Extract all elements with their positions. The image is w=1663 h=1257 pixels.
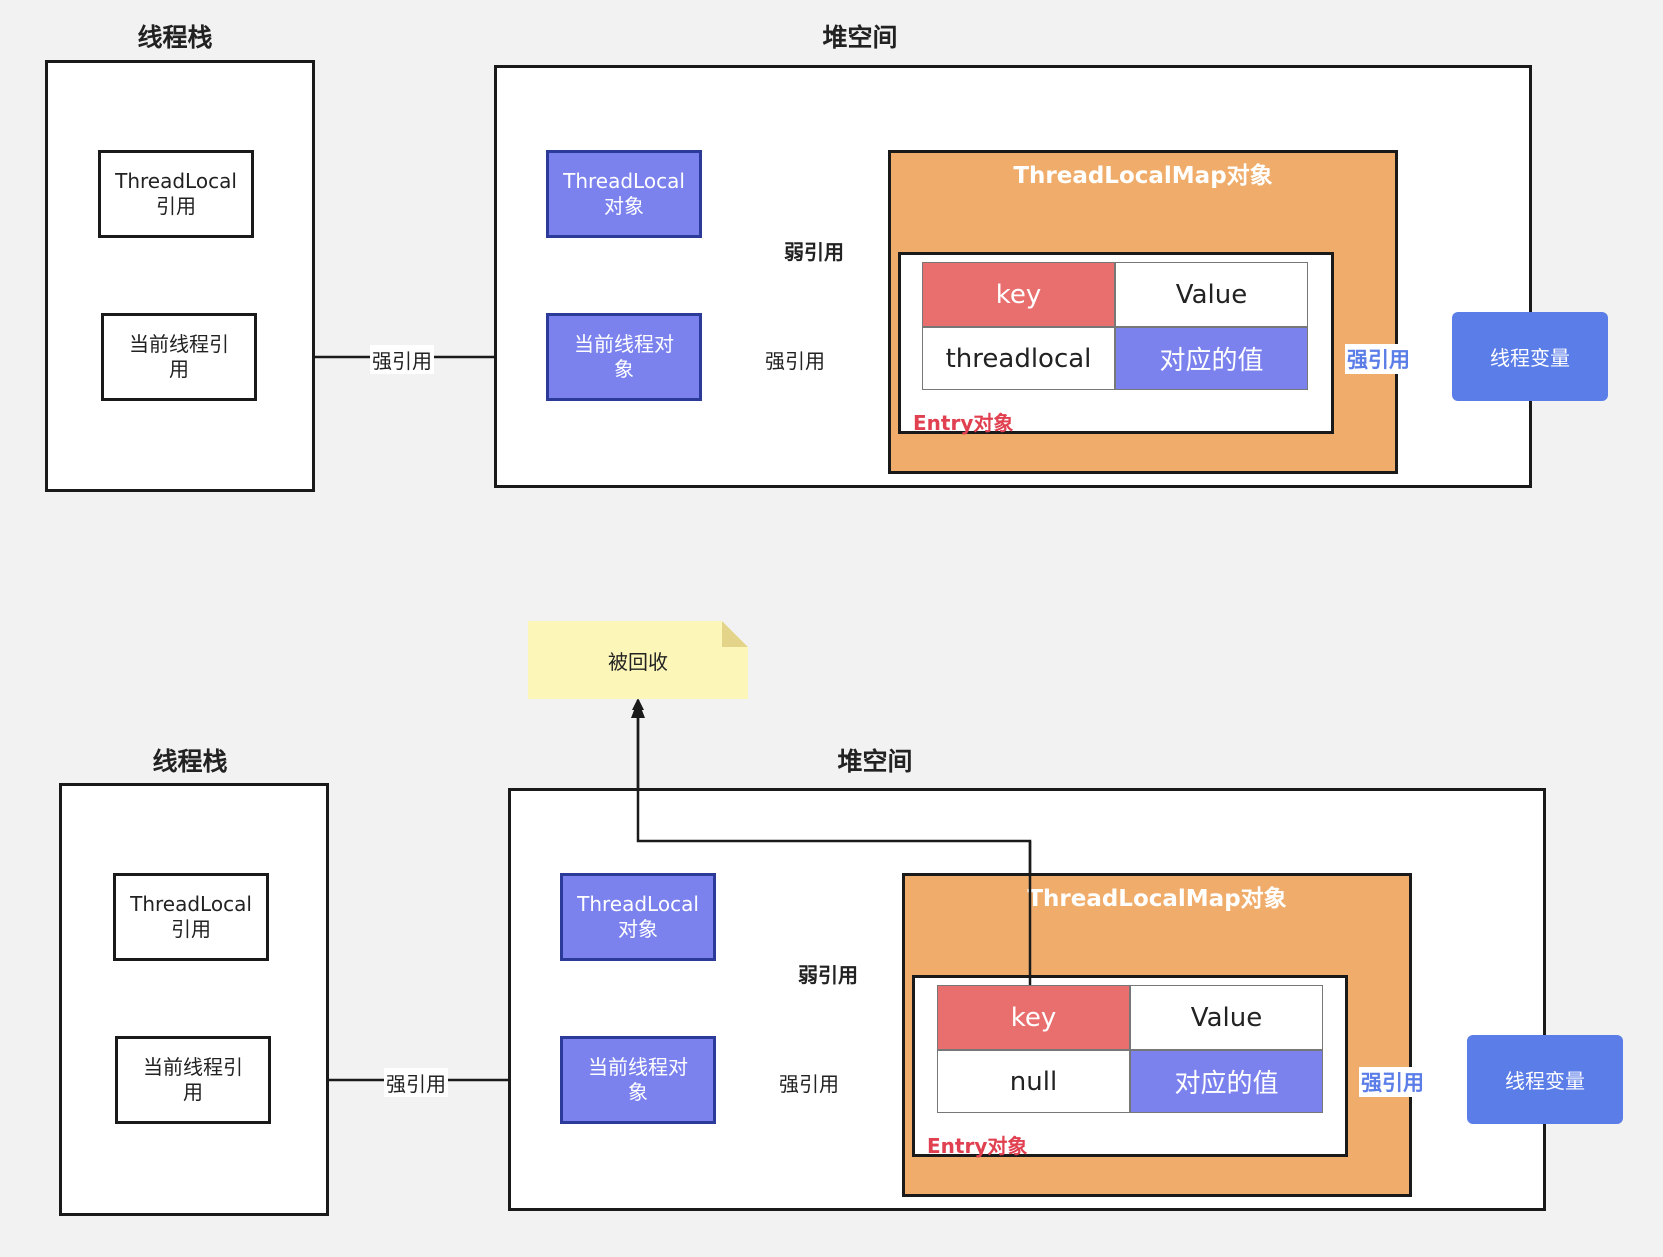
note-text: 被回收 (608, 649, 668, 674)
threadlocal-ref-box: ThreadLocal 引用 (113, 873, 269, 961)
key-value-cell: threadlocal (922, 327, 1115, 390)
entry-label: Entry对象 (927, 1134, 1028, 1158)
strong-ref-label: 强引用 (370, 345, 434, 374)
thread-variable-box: 线程变量 (1452, 312, 1608, 401)
thread-stack-title: 线程栈 (137, 23, 213, 52)
current-thread-object-box: 当前线程对 象 (546, 313, 702, 401)
value-value-cell: 对应的值 (1115, 327, 1308, 390)
value-value-cell: 对应的值 (1130, 1050, 1323, 1113)
weak-ref-label: 弱引用 (796, 957, 860, 990)
heap-title: 堆空间 (837, 747, 913, 776)
threadlocal-object-box: ThreadLocal 对象 (560, 873, 716, 961)
thread-stack-frame (45, 60, 315, 492)
heap-title: 堆空间 (822, 23, 898, 52)
garbage-collected-note: 被回收 (528, 621, 748, 699)
note-fold-corner (722, 621, 748, 647)
threadlocalmap-title: ThreadLocalMap对象 (1013, 163, 1273, 189)
key-header-cell: key (922, 262, 1115, 327)
current-thread-ref-box: 当前线程引 用 (115, 1036, 271, 1124)
threadlocal-object-box: ThreadLocal 对象 (546, 150, 702, 238)
thread-stack-title: 线程栈 (152, 747, 228, 776)
threadlocal-ref-box: ThreadLocal 引用 (98, 150, 254, 238)
strong-ref-label: 强引用 (384, 1068, 448, 1097)
entry-label: Entry对象 (913, 411, 1014, 435)
key-header-cell: key (937, 985, 1130, 1050)
key-value-cell: null (937, 1050, 1130, 1113)
current-thread-object-box: 当前线程对 象 (560, 1036, 716, 1124)
threadlocalmap-title: ThreadLocalMap对象 (1027, 886, 1287, 912)
thread-variable-box: 线程变量 (1467, 1035, 1623, 1124)
thread-stack-frame (59, 783, 329, 1216)
current-thread-ref-box: 当前线程引 用 (101, 313, 257, 401)
value-header-cell: Value (1130, 985, 1323, 1050)
strong-ref-label: 强引用 (777, 1068, 841, 1097)
strong-ref-label-blue: 强引用 (1345, 344, 1412, 374)
weak-ref-label: 弱引用 (782, 234, 846, 267)
value-header-cell: Value (1115, 262, 1308, 327)
strong-ref-label: 强引用 (763, 345, 827, 374)
strong-ref-label-blue: 强引用 (1359, 1067, 1426, 1097)
